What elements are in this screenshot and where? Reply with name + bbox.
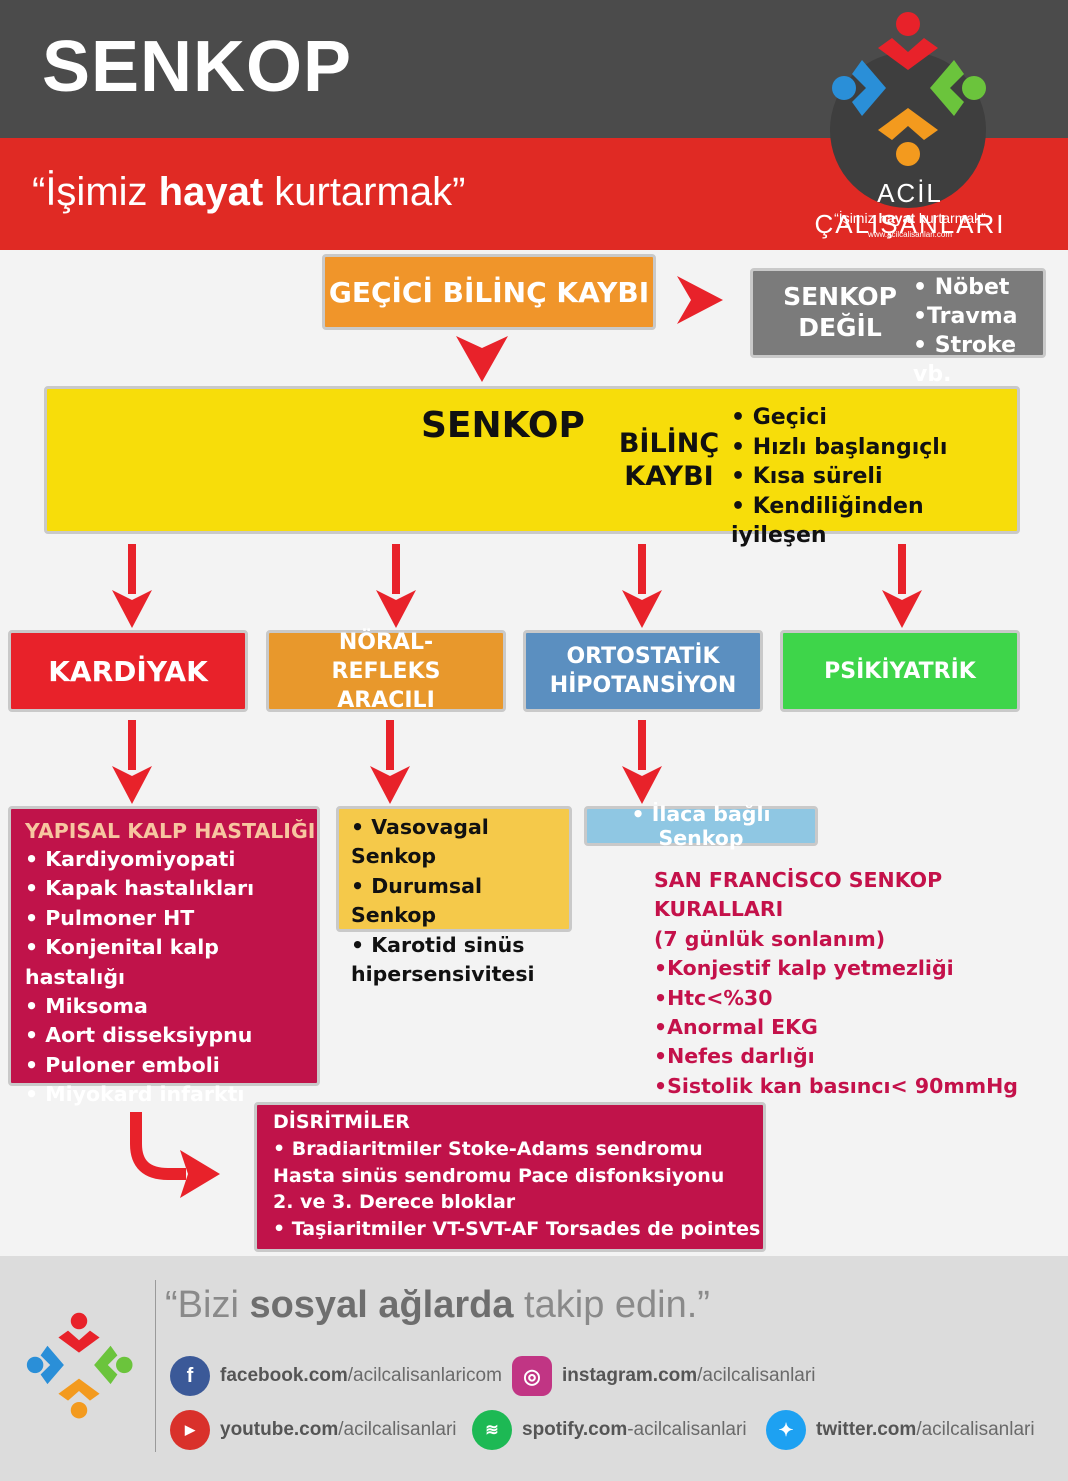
list-item: • Kapak hastalıkları: [25, 876, 255, 901]
sf-list: •Konjestif kalp yetmezliği •Htc<%30 •Ano…: [654, 954, 1068, 1101]
senkop-degil-label: SENKOP DEĞİL: [783, 282, 897, 342]
list-item: • Geçici: [731, 405, 827, 430]
instagram-icon: ◎: [512, 1356, 552, 1396]
list-item: • Aort disseksiypnu: [25, 1023, 253, 1048]
page-title: SENKOP: [42, 27, 353, 107]
spotify-icon: ≋: [472, 1410, 512, 1450]
bilinc-kaybi-label: BİLİNÇ KAYBI: [618, 428, 720, 492]
disritmi-line: • Bradiaritmiler Stoke-Adams sendromu: [273, 1137, 703, 1160]
instagram-link[interactable]: ◎ instagram.com/acilcalisanlari: [512, 1356, 815, 1396]
yapisal-title: YAPISAL KALP HASTALIĞI: [25, 819, 316, 843]
arrow-right-icon: [677, 276, 723, 324]
spotify-link[interactable]: ≋ spotify.com-acilcalisanlari: [472, 1410, 747, 1450]
noral-refleks-box: NÖRAL-REFLEKS ARACILI: [266, 630, 506, 713]
ilac-box: • İlaca bağlı Senkop: [584, 802, 818, 850]
arrow-down-icon: [622, 544, 662, 628]
list-item: • Nöbet: [913, 275, 1010, 300]
arrow-down-icon: [112, 544, 152, 628]
arrow-down-icon: [376, 544, 416, 628]
gecici-bilinc-box: GEÇİCİ BİLİNÇ KAYBI: [322, 254, 656, 330]
list-item: • Kendiliğinden iyileşen: [731, 493, 924, 549]
footer-logo-icon: [26, 1312, 133, 1419]
list-item: • Durumsal Senkop: [351, 873, 482, 928]
list-item: • Miyokard infarktı: [25, 1082, 245, 1107]
list-item: • Kardiyomiyopati: [25, 847, 236, 871]
psikiyatrik-box: PSİKİYATRİK: [780, 630, 1020, 712]
noral-list: • Vasovagal Senkop • Durumsal Senkop • K…: [351, 813, 569, 989]
facebook-icon: f: [170, 1356, 210, 1396]
list-item: • Kısa süreli: [731, 464, 883, 489]
senkop-degil-list: • Nöbet •Travma • Stroke vb.: [913, 273, 1043, 389]
brand-slogan: “İşimiz hayat kurtarmak”: [834, 210, 986, 226]
arrow-down-icon: [112, 720, 152, 804]
disritmiler-box: DİSRİTMİLER • Bradiaritmiler Stoke-Adams…: [254, 1102, 766, 1252]
youtube-icon: ▶: [170, 1410, 210, 1450]
brand-logo-icon: [832, 12, 986, 166]
list-item: • Vasovagal Senkop: [351, 815, 489, 869]
brand-name: ACİL ÇALIŞANLARI: [814, 178, 1006, 239]
disritmi-title: DİSRİTMİLER: [273, 1111, 410, 1133]
ortostatik-box: ORTOSTATİK HİPOTANSİYON: [523, 630, 763, 712]
senkop-title: SENKOP: [421, 405, 585, 446]
list-item: •Htc<%30: [654, 985, 773, 1010]
arrow-down-icon: [456, 336, 508, 382]
footer-divider: [155, 1280, 156, 1452]
twitter-link[interactable]: ✦ twitter.com/acilcalisanlari: [766, 1410, 1035, 1450]
senkop-features: • Geçici • Hızlı başlangıçlı • Kısa süre…: [731, 403, 1017, 551]
disritmi-line: 2. ve 3. Derece bloklar: [273, 1191, 516, 1214]
facebook-link[interactable]: f facebook.com/acilcalisanlaricom: [170, 1356, 502, 1396]
list-item: • Miksoma: [25, 994, 148, 1019]
slogan: “İşimiz hayat kurtarmak”: [32, 170, 466, 214]
list-item: • Konjenital kalp hastalığı: [25, 935, 219, 989]
sf-subtitle: (7 günlük sonlanım): [654, 926, 886, 951]
list-item: • Hızlı başlangıçlı: [731, 434, 948, 460]
youtube-link[interactable]: ▶ youtube.com/acilcalisanlari: [170, 1410, 457, 1450]
san-francisco-rules: SAN FRANCİSCO SENKOP KURALLARI (7 günlük…: [654, 866, 1068, 1101]
noral-list-box: • Vasovagal Senkop • Durumsal Senkop • K…: [336, 806, 572, 986]
follow-text: “Bizi sosyal ağlarda takip edin.”: [165, 1284, 710, 1326]
list-item: • Stroke vb.: [913, 333, 1017, 387]
disritmi-line: • Taşiaritmiler VT-SVT-AF Torsades de po…: [273, 1218, 761, 1241]
arrow-down-icon: [882, 544, 922, 628]
kardiyak-box: KARDİYAK: [8, 630, 248, 712]
twitter-icon: ✦: [766, 1410, 806, 1450]
arrow-down-icon: [370, 720, 410, 804]
list-item: • Karotid sinüs hipersensivitesi: [351, 932, 535, 987]
senkop-box: SENKOP BİLİNÇ KAYBI • Geçici • Hızlı baş…: [44, 386, 1020, 548]
brand-url: www.acilcalisanlari.com: [867, 230, 953, 239]
yapisal-kalp-box: YAPISAL KALP HASTALIĞI • Kardiyomiyopati…: [8, 806, 320, 1106]
list-item: • Puloner emboli: [25, 1052, 220, 1077]
list-item: • Pulmoner HT: [25, 905, 195, 930]
senkop-degil-box: SENKOP DEĞİL • Nöbet •Travma • Stroke vb…: [750, 268, 1046, 387]
list-item: •Travma: [913, 304, 1018, 329]
curved-arrow-icon: [130, 1112, 220, 1198]
sf-title: SAN FRANCİSCO SENKOP KURALLARI: [654, 868, 943, 922]
disritmi-line: Hasta sinüs sendromu Pace disfonksiyonu: [273, 1164, 725, 1187]
list-item: •Konjestif kalp yetmezliği: [654, 956, 954, 981]
arrow-down-icon: [622, 720, 662, 804]
list-item: •Sistolik kan basıncı< 90mmHg: [654, 1073, 1018, 1098]
list-item: •Anormal EKG: [654, 1015, 818, 1040]
yapisal-list: • Kardiyomiyopati • Kapak hastalıkları •…: [25, 845, 317, 1110]
list-item: •Nefes darlığı: [654, 1044, 815, 1069]
